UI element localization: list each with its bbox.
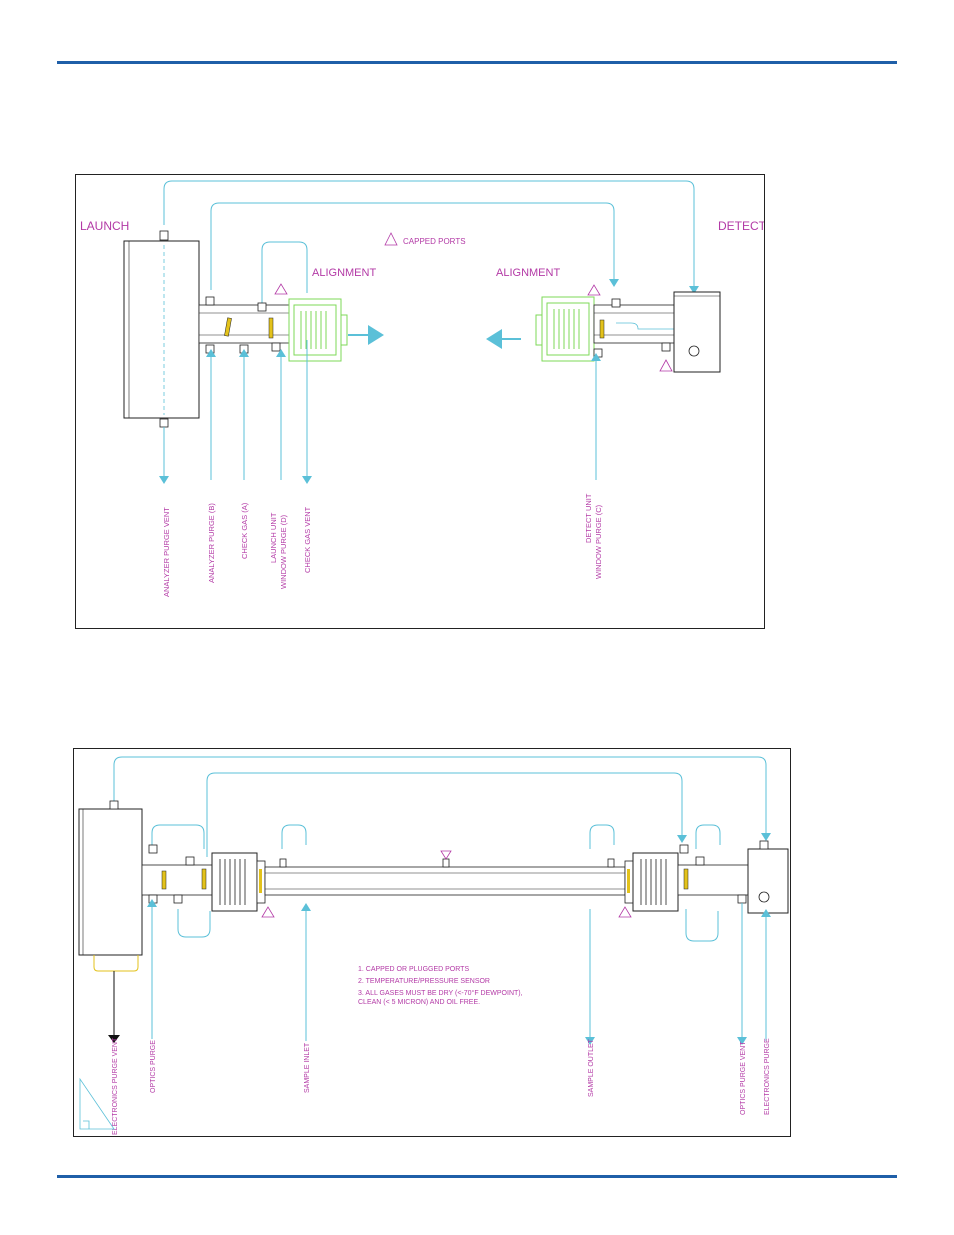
note-1: 1. CAPPED OR PLUGGED PORTS (358, 966, 469, 973)
launch-title: LAUNCH (80, 219, 129, 233)
port-label-optics-purge-vent: OPTICS PURGE VENT (740, 1041, 747, 1115)
corner-triangle-mark (79, 1077, 115, 1130)
launch-alignment-flange (288, 298, 348, 362)
alignment-right-label: ALIGNMENT (496, 267, 560, 279)
diagram-launch-detect: LAUNCH DETECT ALIGNMENT ALIGNMENT CAPPED… (75, 174, 765, 629)
port-label-sample-inlet: SAMPLE INLET (304, 1042, 311, 1093)
note-2: 2. TEMPERATURE/PRESSURE SENSOR (358, 978, 490, 985)
capped-ports-label: CAPPED PORTS (403, 237, 466, 246)
port-label-sample-outlet: SAMPLE OUTLET (588, 1038, 595, 1097)
left-optics-assembly (141, 844, 275, 918)
port-arrows (147, 899, 771, 1045)
top-rule (57, 61, 897, 64)
port-label-detect-unit: DETECT UNIT (584, 493, 593, 543)
caution-triangle-icon (274, 283, 288, 295)
caution-triangle-icon (587, 284, 601, 296)
note-4: CLEAN (< 5 MICRON) AND OIL FREE. (358, 999, 480, 1006)
electronics-box (78, 800, 143, 972)
detect-alignment-flange (535, 296, 595, 362)
port-label-electronics-purge-vent: ELECTRONICS PURGE VENT (112, 1037, 119, 1135)
port-label-detect-window-purge: WINDOW PURGE (C) (594, 504, 603, 579)
sample-cell-tube (264, 850, 626, 896)
port-arrows (159, 340, 601, 484)
port-label-analyzer-purge: ANALYZER PURGE (B) (207, 503, 216, 583)
port-label-electronics-purge: ELECTRONICS PURGE (764, 1038, 771, 1115)
purge-loops (113, 756, 771, 942)
port-label-launch-unit: LAUNCH UNIT (269, 512, 278, 563)
launch-analyzer-box (123, 230, 200, 428)
diagram-sample-cell: 1. CAPPED OR PLUGGED PORTS 2. TEMPERATUR… (73, 748, 791, 1137)
right-optics-assembly (618, 840, 789, 918)
port-label-optics-purge: OPTICS PURGE (150, 1040, 157, 1093)
detect-unit-box (659, 291, 721, 373)
detect-title: DETECT (718, 219, 764, 233)
note-3: 3. ALL GASES MUST BE DRY (<-70°F DEWPOIN… (358, 989, 523, 997)
port-label-check-gas: CHECK GAS (A) (240, 502, 249, 559)
purge-loop-outer (163, 180, 699, 305)
launch-optics-tube (198, 296, 290, 354)
port-label-launch-window-purge: WINDOW PURGE (D) (279, 514, 288, 589)
caution-triangle-icon (384, 232, 398, 246)
port-label-analyzer-purge-vent: ANALYZER PURGE VENT (162, 507, 171, 597)
port-label-check-gas-vent: CHECK GAS VENT (303, 506, 312, 573)
alignment-left-label: ALIGNMENT (312, 267, 376, 279)
bottom-rule (57, 1175, 897, 1178)
detect-optics-tube (593, 298, 677, 358)
